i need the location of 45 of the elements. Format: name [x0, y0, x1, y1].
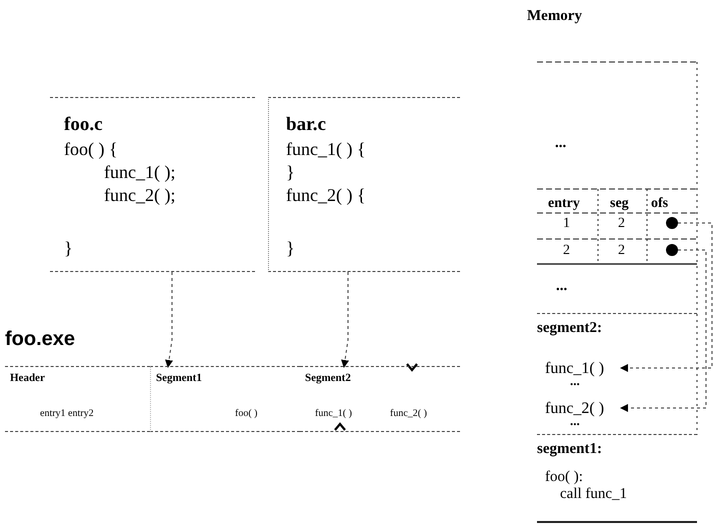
code-text: func_1( ); — [104, 163, 176, 183]
heading-text: Memory — [527, 8, 582, 24]
heading-text: segment1: — [537, 441, 602, 458]
heading-text: foo.c — [64, 115, 103, 136]
heading-text: Segment1 — [156, 372, 202, 384]
table-cell-text: entry — [548, 196, 580, 212]
memory-segment — [537, 313, 697, 435]
code-text: } — [286, 163, 295, 183]
heading-text: foo.exe — [5, 328, 76, 350]
source-file-box — [268, 97, 460, 272]
code-text: foo( ) { — [64, 140, 118, 160]
code-text: foo( ) — [235, 408, 258, 419]
arrow — [620, 250, 706, 412]
code-text: entry1 entry2 — [40, 408, 94, 419]
heading-text: Segment2 — [305, 372, 351, 384]
code-text: func_2( ) — [390, 408, 427, 419]
ellipsis-text: ... — [555, 135, 566, 152]
arrow — [341, 272, 349, 368]
arrow — [165, 272, 173, 368]
code-text: foo( ): — [545, 469, 583, 486]
heading-text: bar.c — [286, 115, 326, 136]
segment-section — [300, 366, 460, 432]
code-text: func_2( ); — [104, 186, 176, 206]
code-text: } — [286, 239, 295, 259]
table-cell-text: seg — [610, 196, 629, 212]
table-cell-text: ofs — [651, 196, 668, 212]
header-section — [5, 366, 150, 432]
executable-file-band — [5, 330, 460, 432]
code-text: call func_1 — [560, 486, 628, 502]
code-text: } — [64, 239, 73, 259]
table-cell-text: 2 — [563, 243, 570, 258]
arrow — [620, 222, 712, 372]
heading-text: Header — [10, 372, 45, 384]
pointer-dot — [666, 217, 678, 229]
code-text: func_1( ) — [315, 408, 352, 419]
code-text: func_1( ) { — [286, 140, 366, 160]
source-file-box — [50, 97, 255, 272]
ellipsis-text: ... — [556, 278, 568, 294]
table-cell-text: 2 — [618, 216, 625, 232]
code-text: func_2( ) { — [286, 186, 366, 206]
pointer-dot — [666, 244, 678, 256]
table-cell-text: 2 — [618, 243, 625, 258]
heading-text: segment2: — [537, 320, 602, 336]
segment-section — [150, 366, 300, 432]
table-cell-text: 1 — [563, 216, 570, 232]
